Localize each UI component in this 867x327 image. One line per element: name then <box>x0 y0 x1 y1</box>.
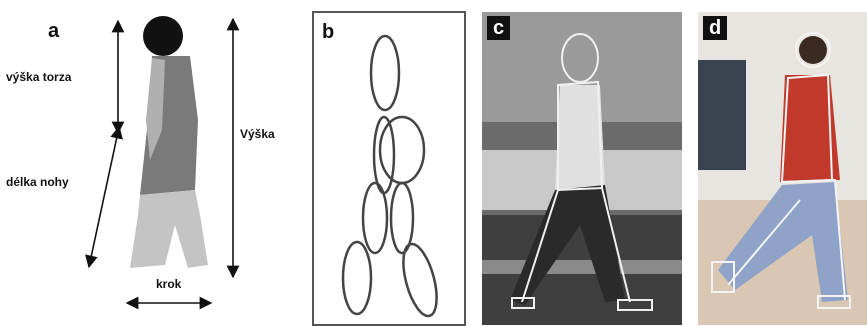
panel-c-letter: c <box>487 16 510 40</box>
panel-d-letter: d <box>703 16 727 40</box>
leg-length-arrow <box>90 132 118 262</box>
walker-silhouette <box>130 16 208 268</box>
panel-b-letter: b <box>322 22 334 42</box>
panel-b-frame <box>313 12 465 325</box>
